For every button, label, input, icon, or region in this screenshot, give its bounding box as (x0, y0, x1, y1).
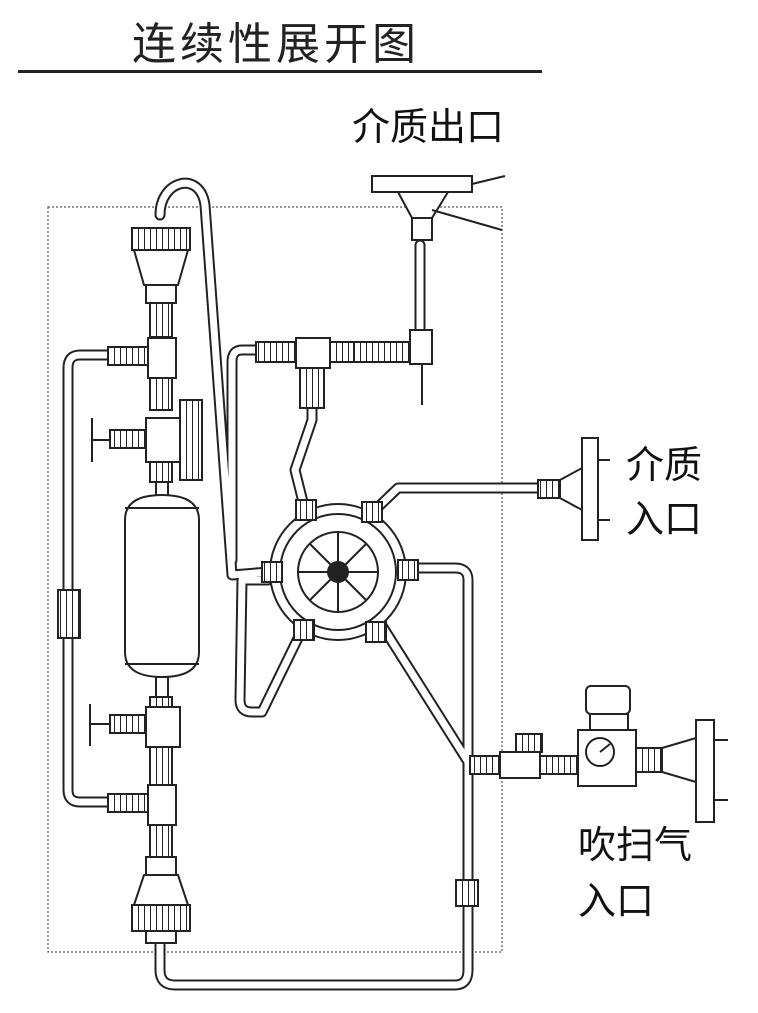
tubing-inner (64, 179, 584, 989)
medium-inlet-label-line1: 介质 (626, 443, 703, 487)
lower-needle-valve (89, 696, 181, 786)
diagram-title: 连续性展开图 (132, 19, 420, 70)
medium-outlet-label: 介质出口 (352, 105, 505, 149)
mounting-panel (47, 206, 503, 953)
outlet-tee (255, 329, 433, 409)
purge-inlet-label-line2: 入口 (578, 879, 655, 923)
upper-needle-valve (91, 399, 203, 483)
lower-filter (131, 856, 191, 944)
medium-inlet-label-line2: 入口 (626, 497, 703, 541)
title-underline (18, 70, 542, 73)
upper-tee (107, 337, 177, 411)
purge-regulator (577, 685, 663, 787)
central-manifold (261, 499, 419, 643)
lower-tee (107, 784, 177, 858)
inlet-flange (537, 437, 610, 541)
upper-filter (131, 227, 191, 338)
bypass-union (57, 589, 81, 639)
purge-flange (661, 719, 728, 823)
purge-fittings (455, 733, 581, 907)
sample-vessel (124, 481, 200, 698)
purge-inlet-label-line1: 吹扫气 (578, 823, 693, 867)
outlet-flange (371, 175, 506, 241)
